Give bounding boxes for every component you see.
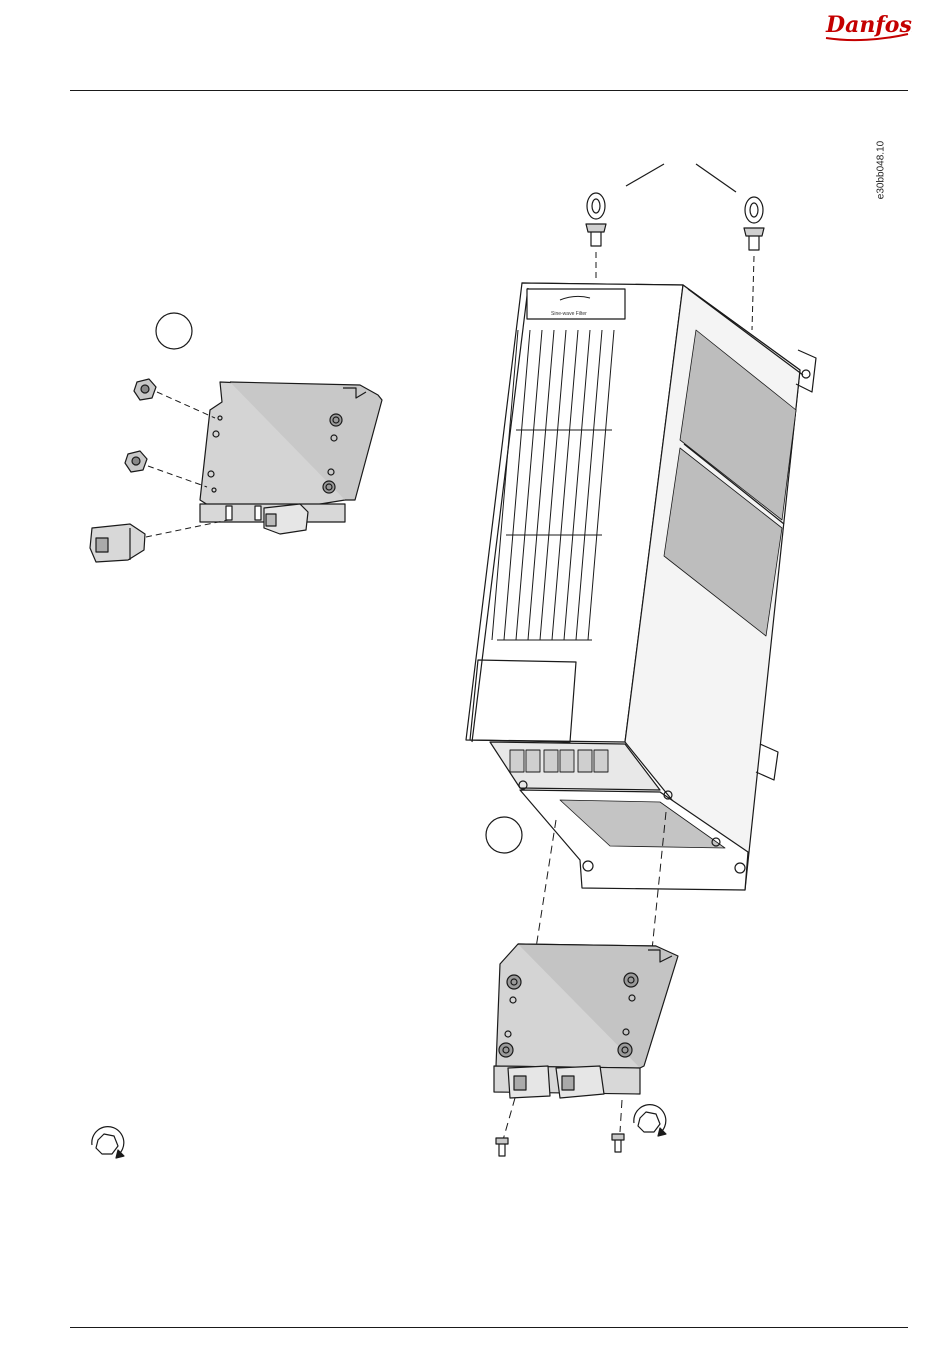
screw-icon (496, 1138, 508, 1156)
sine-wave-filter-unit (466, 283, 816, 890)
nut-icon (134, 379, 156, 400)
screw-icon (612, 1134, 624, 1152)
callout-1 (156, 313, 192, 349)
callout-2 (486, 817, 522, 853)
shield-plate-bottom (494, 944, 678, 1098)
rotate-clockwise-icon (92, 1127, 124, 1158)
eye-bolt-icon (586, 193, 606, 246)
cable-clamp-icon (90, 524, 145, 562)
nameplate-text: Sine-wave Filter (551, 311, 587, 317)
nut-icon (125, 451, 147, 472)
footer-rule (70, 1327, 908, 1328)
rotate-clockwise-icon (634, 1105, 666, 1136)
shield-plate-left (200, 382, 382, 522)
eye-bolt-icon (744, 197, 764, 250)
